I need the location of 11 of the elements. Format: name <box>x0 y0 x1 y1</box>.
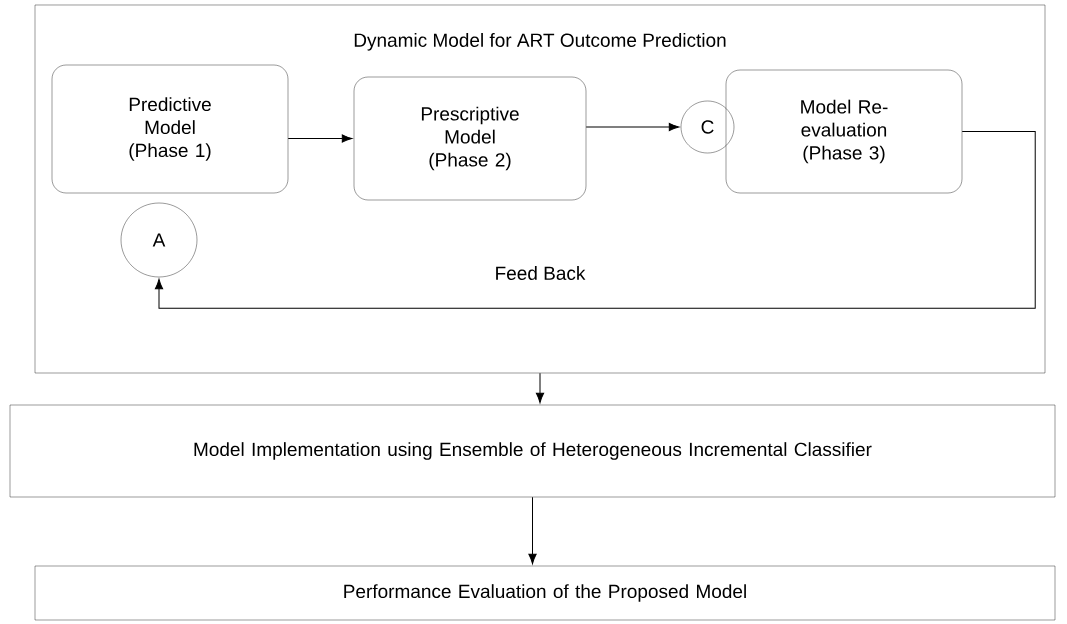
process-box: Performance Evaluation of the Proposed Model <box>34 565 1056 621</box>
process-box: Model Re-evaluation (Phase 3) <box>725 69 963 194</box>
process-box: Predictive Model (Phase 1) <box>51 64 289 194</box>
arrow <box>287 134 353 143</box>
arrow <box>535 372 545 404</box>
edge-label: Feed Back <box>496 266 586 280</box>
arrow <box>585 122 680 132</box>
arrow <box>528 496 537 565</box>
process-box: Model Implementation using Ensemble of Heterogeneous Incremental Classifier <box>9 404 1056 498</box>
arrow <box>154 131 1036 309</box>
process-box: Prescriptive Model (Phase 2) <box>353 76 587 201</box>
